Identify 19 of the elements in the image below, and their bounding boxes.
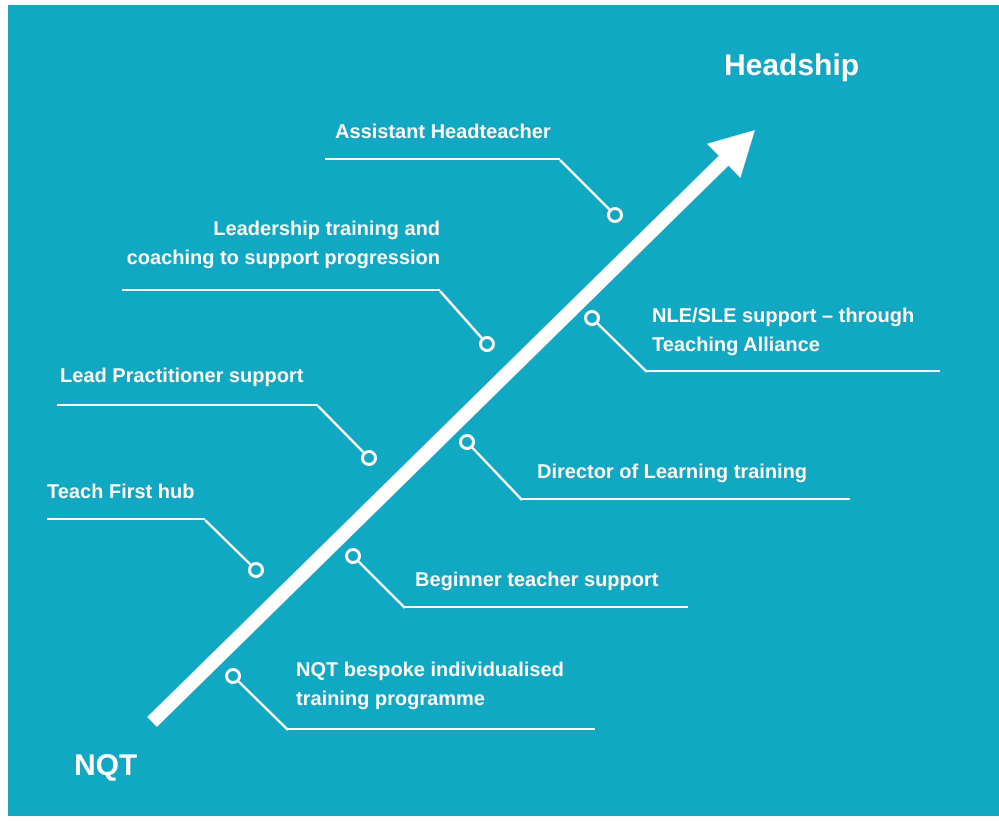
stage-label: NQT xyxy=(70,722,160,784)
stage-label: Headship xyxy=(720,48,860,130)
progression-arrow xyxy=(147,130,755,727)
leader-line xyxy=(238,680,289,731)
leader-line xyxy=(559,159,610,210)
step-label: Leadership training and coaching to support progression xyxy=(122,215,440,291)
leader-line xyxy=(358,560,406,609)
step-label: NLE/SLE support – through Teaching Alliance xyxy=(647,302,940,372)
step-label: NQT bespoke individualised training programme xyxy=(288,656,595,730)
step-label: Director of Learning training xyxy=(522,458,850,500)
step-label: Lead Practitioner support xyxy=(57,362,318,406)
leader-line xyxy=(596,322,648,373)
leader-line xyxy=(439,290,483,339)
step-label: Beginner teacher support xyxy=(405,566,688,608)
step-label: Teach First hub xyxy=(47,478,205,520)
leader-line xyxy=(317,405,364,454)
step-label: Assistant Headteacher xyxy=(325,118,560,160)
leader-line xyxy=(472,446,523,501)
leader-line xyxy=(204,519,252,566)
